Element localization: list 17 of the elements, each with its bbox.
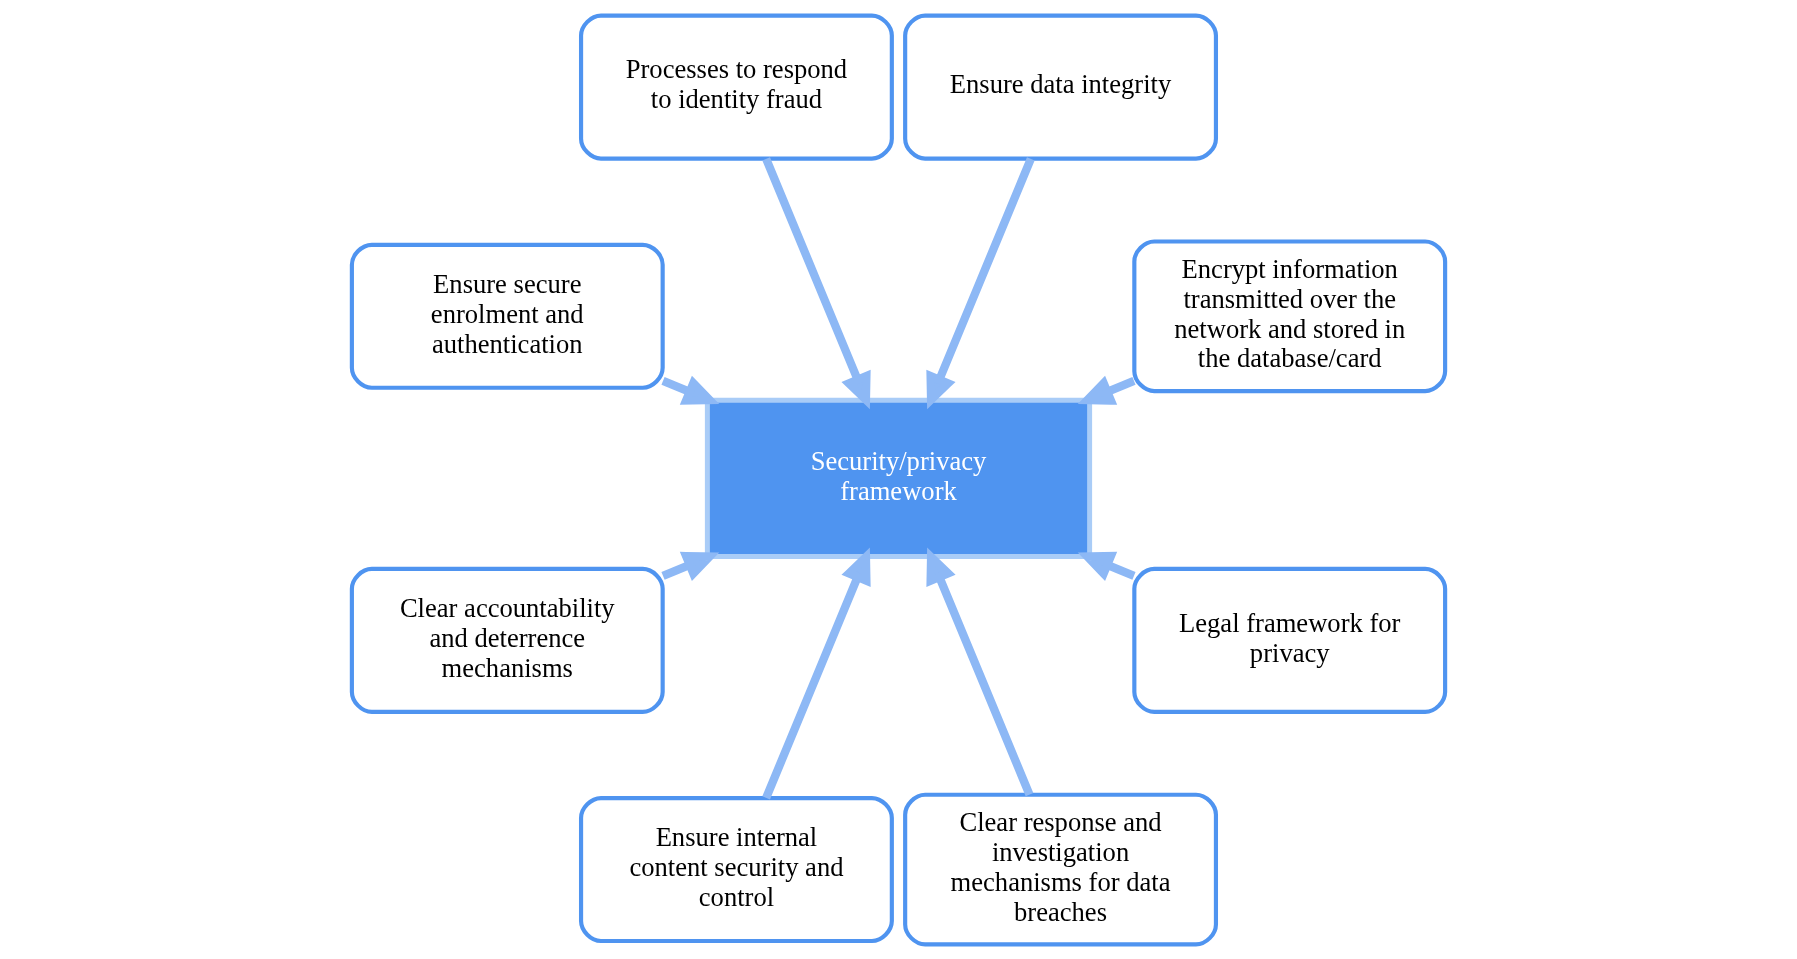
node-box: Legal framework for privacy [1132, 566, 1448, 714]
node-box: Processes to respond to identity fraud [579, 13, 894, 161]
arrow [661, 551, 720, 581]
node-box: Security/privacy framework [704, 397, 1093, 559]
node-box: Ensure data integrity [903, 13, 1218, 161]
node-box: Encrypt information transmitted over the network and stored in the database/card [1132, 238, 1448, 393]
arrow [926, 547, 1034, 796]
node-box: Clear response and investigation mechanisms for data breaches [903, 792, 1218, 946]
arrow [926, 156, 1035, 409]
arrow [762, 156, 871, 409]
node-box: Clear accountability and deterrence mechanisms [349, 566, 665, 714]
arrow [661, 375, 720, 405]
arrow [762, 546, 871, 799]
node-box: Ensure secure enrolment and authentication [349, 242, 665, 390]
arrow [1077, 375, 1136, 405]
node-box: Ensure internal content security and control [579, 795, 894, 943]
arrow [1077, 551, 1136, 581]
